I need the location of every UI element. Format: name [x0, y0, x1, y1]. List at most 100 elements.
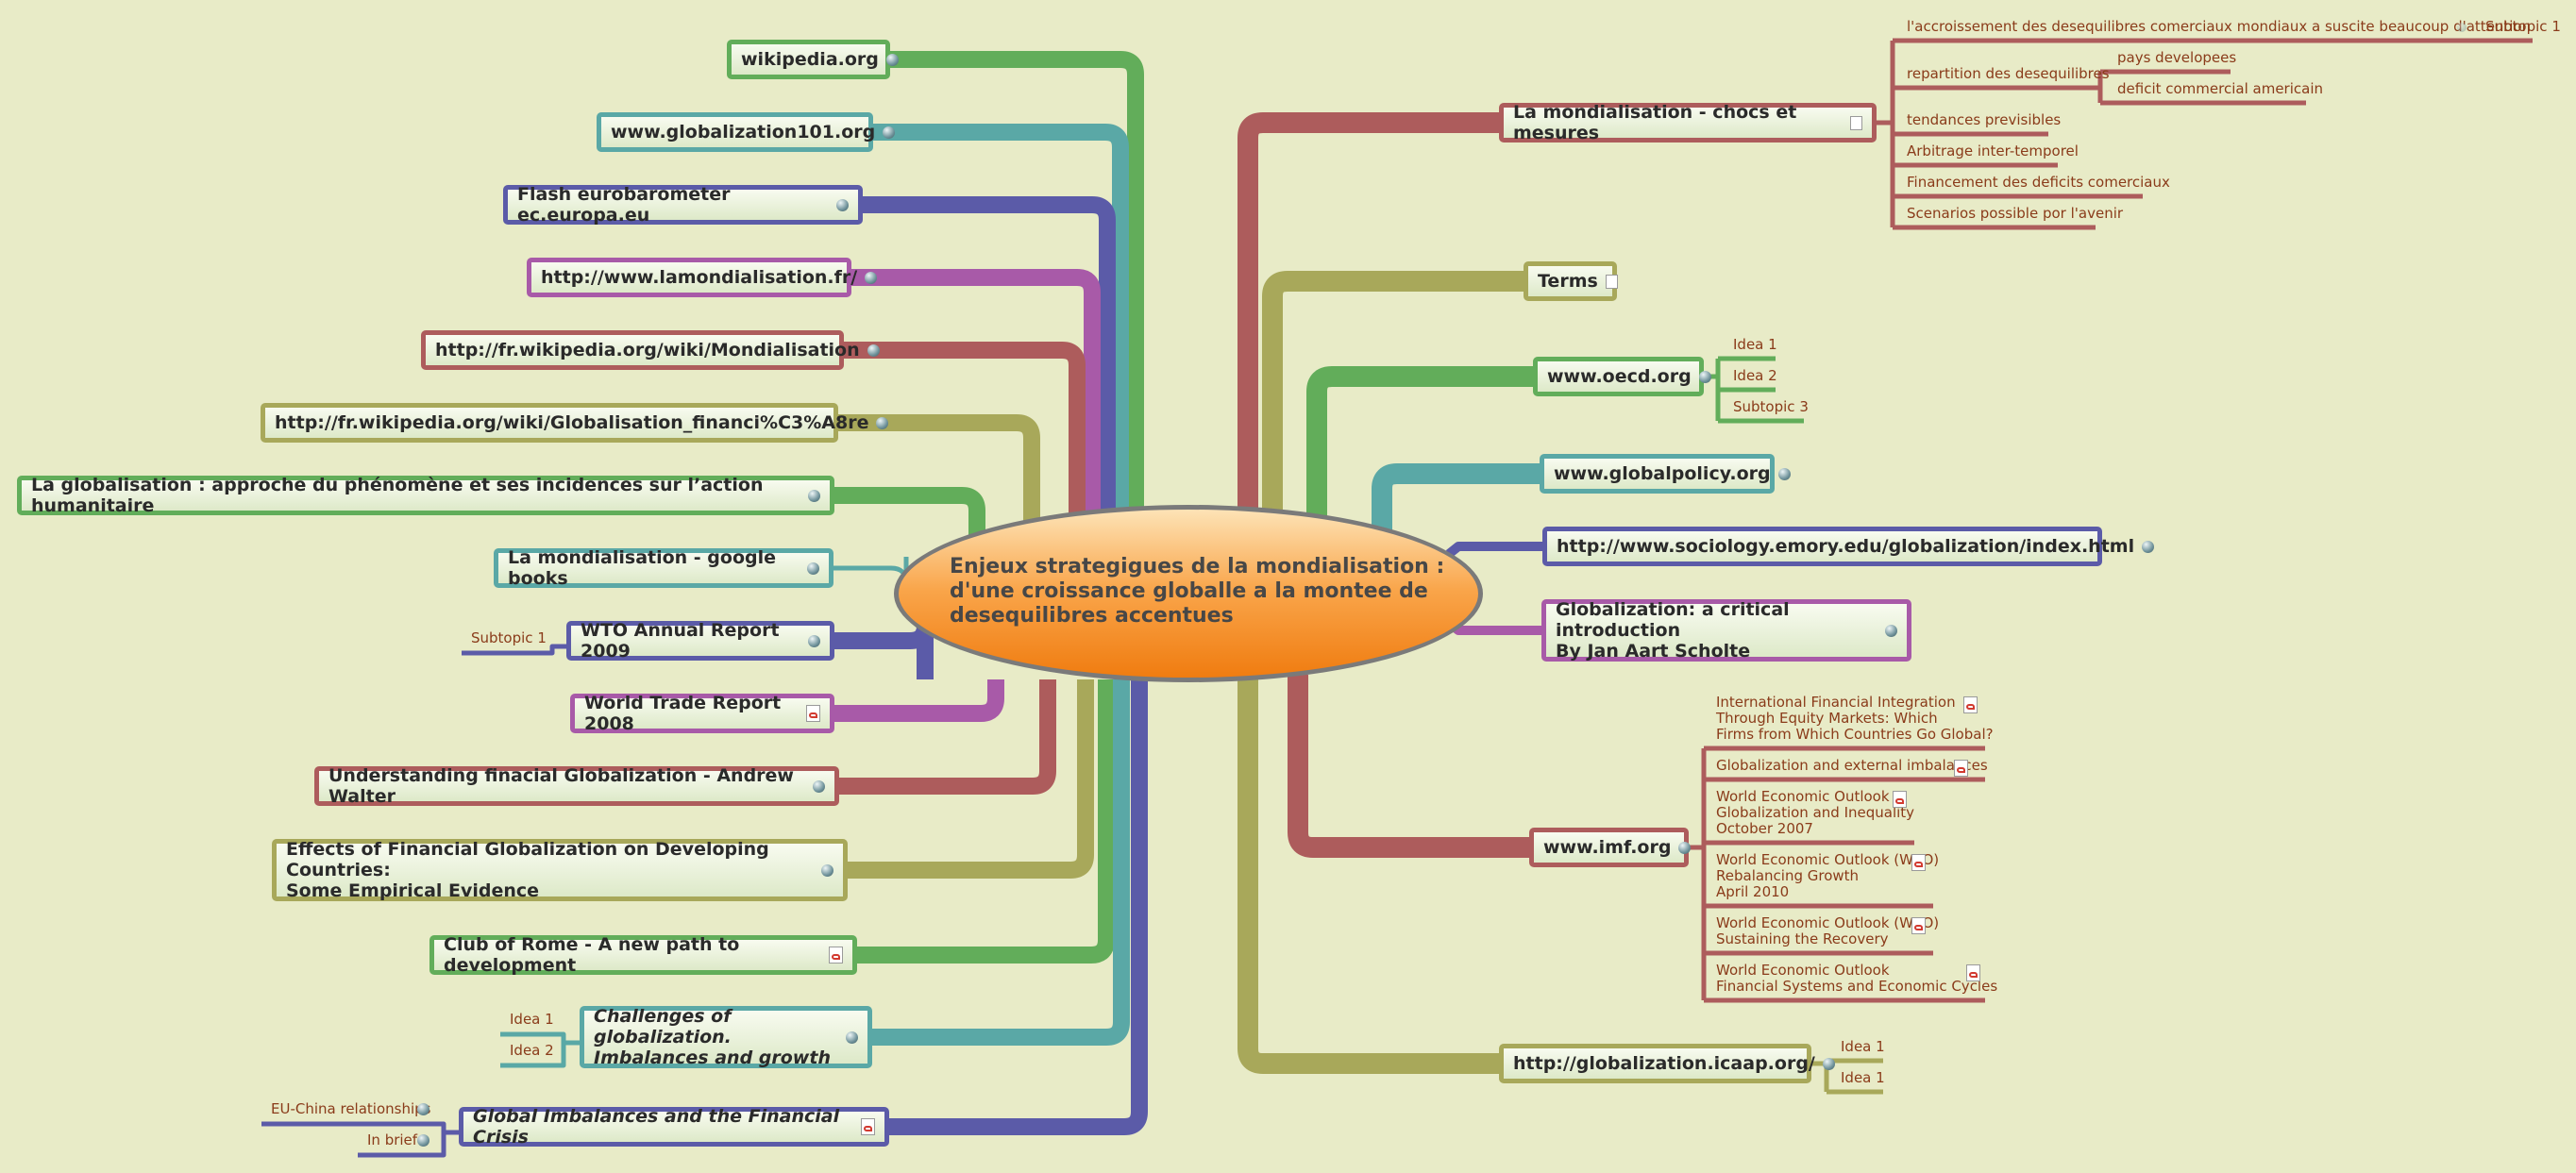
branch-http-globalization-icaap-org	[1237, 675, 1499, 1074]
leaf-l-accroissement-des-desequilibres-comerc[interactable]: l'accroissement des desequilibres comerc…	[1907, 18, 2532, 35]
topic-http-fr-wikipedia-org-wiki-globalisation[interactable]: http://fr.wikipedia.org/wiki/Globalisati…	[261, 403, 889, 443]
topic-label: Global Imbalances and the Financial Cris…	[473, 1106, 840, 1148]
leaf-branch-in-brief	[358, 1130, 459, 1158]
topic-label: WTO Annual Report 2009	[581, 620, 780, 662]
note-icon	[1850, 115, 1862, 130]
topic-www-globalization101-org[interactable]: www.globalization101.org	[597, 112, 896, 152]
note-icon	[1605, 274, 1618, 289]
leaf-idea-1[interactable]: Idea 1	[1841, 1038, 1885, 1055]
topic-global-imbalances-and-the-financial-cris[interactable]: Global Imbalances and the Financial Cris…	[459, 1106, 889, 1148]
branch-www-globalization101-org	[873, 124, 1129, 557]
topic-label: http://www.sociology.emory.edu/globaliza…	[1557, 536, 2135, 557]
globe-icon	[865, 271, 878, 284]
branch-http-www-lamondialisation-fr	[851, 269, 1101, 557]
topic-www-oecd-org[interactable]: www.oecd.org	[1533, 357, 1711, 396]
pdf-icon	[1966, 964, 1980, 981]
branch-wikipedia-org	[890, 51, 1144, 557]
topic-effects-of-financial-globalization-on-de[interactable]: Effects of Financial Globalization on De…	[272, 839, 848, 901]
branch-http-www-sociology-emory-edu-globalizati	[1445, 542, 1542, 558]
topic-www-imf-org[interactable]: www.imf.org	[1529, 828, 1692, 867]
leaf-in-brief[interactable]: In brief	[367, 1131, 418, 1148]
branch-global-imbalances-and-the-financial-cris	[889, 679, 1148, 1135]
globe-icon	[1678, 841, 1692, 854]
leaf-idea-1[interactable]: Idea 1	[1733, 336, 1777, 353]
branch-www-globalpolicy-org	[1372, 463, 1540, 552]
central-topic[interactable]	[894, 505, 1483, 682]
globe-icon	[883, 126, 896, 139]
topic-www-globalpolicy-org[interactable]: www.globalpolicy.org	[1540, 454, 1791, 494]
pdf-icon	[1911, 917, 1926, 934]
branch-www-imf-org	[1288, 675, 1529, 858]
leaf-tendances-previsibles[interactable]: tendances previsibles	[1907, 111, 2062, 128]
leaf-world-economic-outlook-weo-sustaining-th[interactable]: World Economic Outlook (WEO) Sustaining …	[1716, 914, 1939, 947]
leaf-idea-2[interactable]: Idea 2	[1733, 367, 1777, 384]
topic-label: Club of Rome - A new path to development	[444, 934, 740, 976]
topic-la-globalisation-approche-du-ph-nom-ne-e[interactable]: La globalisation : approche du phénomène…	[17, 475, 834, 516]
topic-label: www.imf.org	[1543, 837, 1672, 858]
leaf-repartition-des-desequilibres[interactable]: repartition des desequilibres	[1907, 65, 2110, 82]
leaf-financement-des-deficits-comerciaux[interactable]: Financement des deficits comerciaux	[1907, 174, 2170, 191]
topic-globalization-a-critical-introduction-by[interactable]: Globalization: a critical introduction B…	[1541, 599, 1911, 662]
globe-icon	[885, 53, 899, 66]
globe-icon	[867, 344, 880, 357]
topic-http-www-sociology-emory-edu-globalizati[interactable]: http://www.sociology.emory.edu/globaliza…	[1542, 527, 2155, 566]
leaf-eu-china-relationships[interactable]: EU-China relationships	[271, 1100, 431, 1117]
pdf-icon	[1911, 854, 1926, 871]
topic-label: World Trade Report 2008	[584, 693, 782, 734]
pdf-icon	[806, 705, 820, 722]
globe-icon	[808, 634, 820, 647]
leaf-deficit-commercial-americain[interactable]: deficit commercial americain	[2117, 80, 2323, 97]
leaf-arbitrage-inter-temporel[interactable]: Arbitrage inter-temporel	[1907, 142, 2079, 159]
leaf-branch-idea-2	[500, 1040, 580, 1068]
topic-label: http://fr.wikipedia.org/wiki/Globalisati…	[275, 412, 869, 433]
globe-icon	[1822, 1057, 1835, 1070]
leaf-globalization-and-external-imbalances[interactable]: Globalization and external imbalances	[1716, 757, 1988, 774]
globe-icon	[846, 1031, 858, 1044]
leaf-world-economic-outlook-globalization-and[interactable]: World Economic Outlook Globalization and…	[1716, 788, 1915, 837]
globe-icon	[876, 416, 889, 429]
branch-www-oecd-org	[1306, 366, 1533, 552]
collapse-dot-icon[interactable]	[2457, 23, 2467, 32]
topic-label: http://www.lamondialisation.fr/	[541, 267, 858, 288]
topic-world-trade-report-2008[interactable]: World Trade Report 2008	[570, 693, 834, 734]
topic-understanding-finacial-globalization-and[interactable]: Understanding finacial Globalization - A…	[314, 765, 839, 807]
topic-club-of-rome-a-new-path-to-development[interactable]: Club of Rome - A new path to development	[429, 934, 857, 976]
topic-wto-annual-report-2009[interactable]: WTO Annual Report 2009	[566, 620, 834, 662]
leaf-idea-1[interactable]: Idea 1	[510, 1011, 554, 1028]
topic-http-fr-wikipedia-org-wiki-mondialisatio[interactable]: http://fr.wikipedia.org/wiki/Mondialisat…	[421, 330, 880, 370]
topic-challenges-of-globalization-imbalances-a[interactable]: Challenges of globalization. Imbalances …	[580, 1006, 872, 1068]
leaf-idea-2[interactable]: Idea 2	[510, 1042, 554, 1059]
topic-label: www.globalpolicy.org	[1554, 463, 1771, 484]
topic-flash-eurobarometer-ec-europa-eu[interactable]: Flash eurobarometer ec.europa.eu	[503, 184, 863, 226]
leaf-stem-imf	[1689, 748, 1707, 1000]
topic-la-mondialisation-chocs-et-mesures[interactable]: La mondialisation - chocs et mesures	[1499, 102, 1877, 143]
globe-icon	[1885, 624, 1897, 637]
topic-terms[interactable]: Terms	[1524, 261, 1618, 301]
leaf-branch-eu-china-relationships	[261, 1121, 459, 1135]
globe-icon	[813, 779, 825, 793]
branch-wto-annual-report-2009	[834, 617, 934, 679]
leaf-idea-1[interactable]: Idea 1	[1841, 1069, 1885, 1086]
branch-flash-eurobarometer-ec-europa-eu	[863, 196, 1116, 557]
globe-icon	[417, 1134, 429, 1147]
globe-icon	[807, 561, 819, 575]
globe-icon	[808, 489, 820, 502]
topic-http-globalization-icaap-org[interactable]: http://globalization.icaap.org/	[1499, 1044, 1835, 1083]
leaf-pays-developees[interactable]: pays developees	[2117, 49, 2237, 66]
branch-terms	[1262, 271, 1524, 552]
leaf-world-economic-outlook-financial-systems[interactable]: World Economic Outlook Financial Systems…	[1716, 962, 1998, 995]
leaf-subtopic-1[interactable]: Subtopic 1	[2485, 18, 2561, 35]
leaf-subtopic-3[interactable]: Subtopic 3	[1733, 398, 1809, 415]
pdf-icon	[861, 1118, 875, 1135]
leaf-subtopic-1[interactable]: Subtopic 1	[471, 629, 547, 646]
topic-wikipedia-org[interactable]: wikipedia.org	[727, 40, 899, 79]
leaf-scenarios-possible-por-l-avenir[interactable]: Scenarios possible por l'avenir	[1907, 205, 2124, 222]
leaf-branch-subtopic-1	[462, 644, 566, 656]
topic-la-mondialisation-google-books[interactable]: La mondialisation - google books	[494, 547, 833, 589]
topic-http-www-lamondialisation-fr[interactable]: http://www.lamondialisation.fr/	[527, 258, 878, 297]
leaf-world-economic-outlook-weo-rebalancing-g[interactable]: World Economic Outlook (WEO) Rebalancing…	[1716, 851, 1939, 900]
leaf-international-financial-integration-thro[interactable]: International Financial Integration Thro…	[1716, 694, 1994, 743]
branch-la-mondialisation-google-books	[833, 557, 909, 586]
globe-icon	[821, 863, 833, 877]
